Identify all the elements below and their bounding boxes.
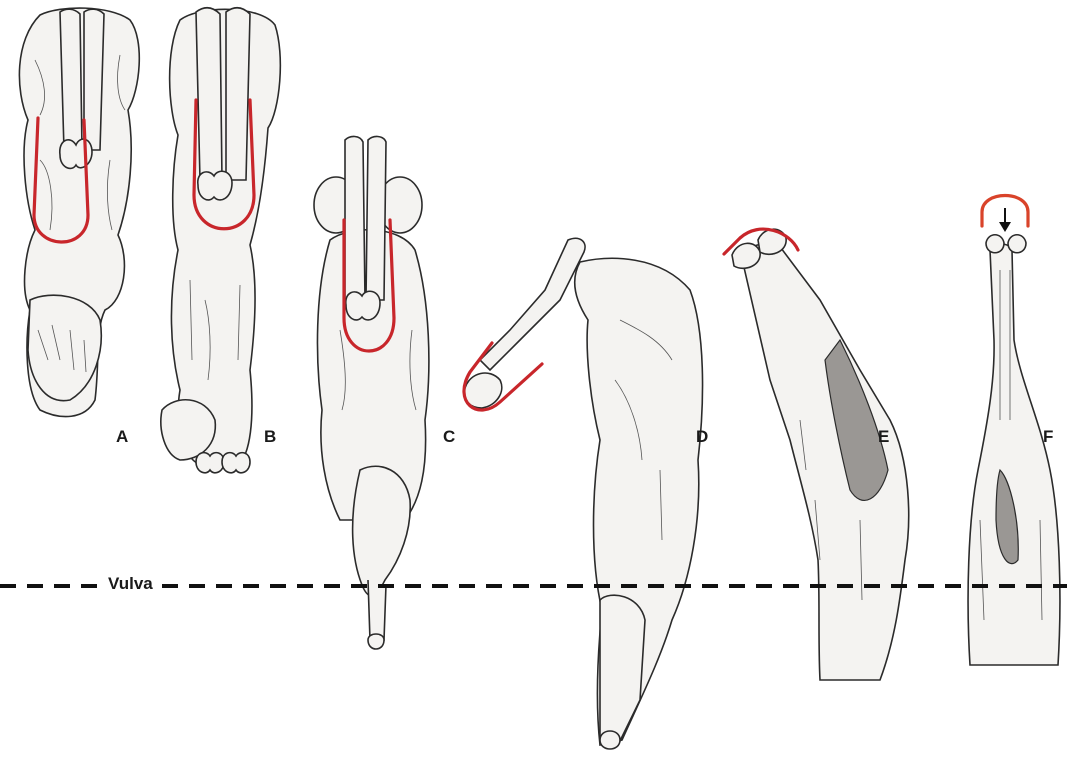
downward-arrow-icon [999, 208, 1011, 232]
panel-label-f: F [1043, 428, 1053, 445]
panel-label-d: D [696, 428, 708, 445]
panel-label-b: B [264, 428, 276, 445]
foal-illustration-d [464, 238, 702, 749]
panel-label-e: E [878, 428, 889, 445]
foal-illustration-b [161, 8, 280, 473]
foal-illustration-a [19, 8, 139, 417]
foal-illustration-e [732, 229, 909, 680]
foal-illustration-c [314, 136, 429, 649]
foal-illustration-f [968, 235, 1060, 665]
vulva-label: Vulva [104, 575, 157, 592]
panel-label-a: A [116, 428, 128, 445]
panel-label-c: C [443, 428, 455, 445]
